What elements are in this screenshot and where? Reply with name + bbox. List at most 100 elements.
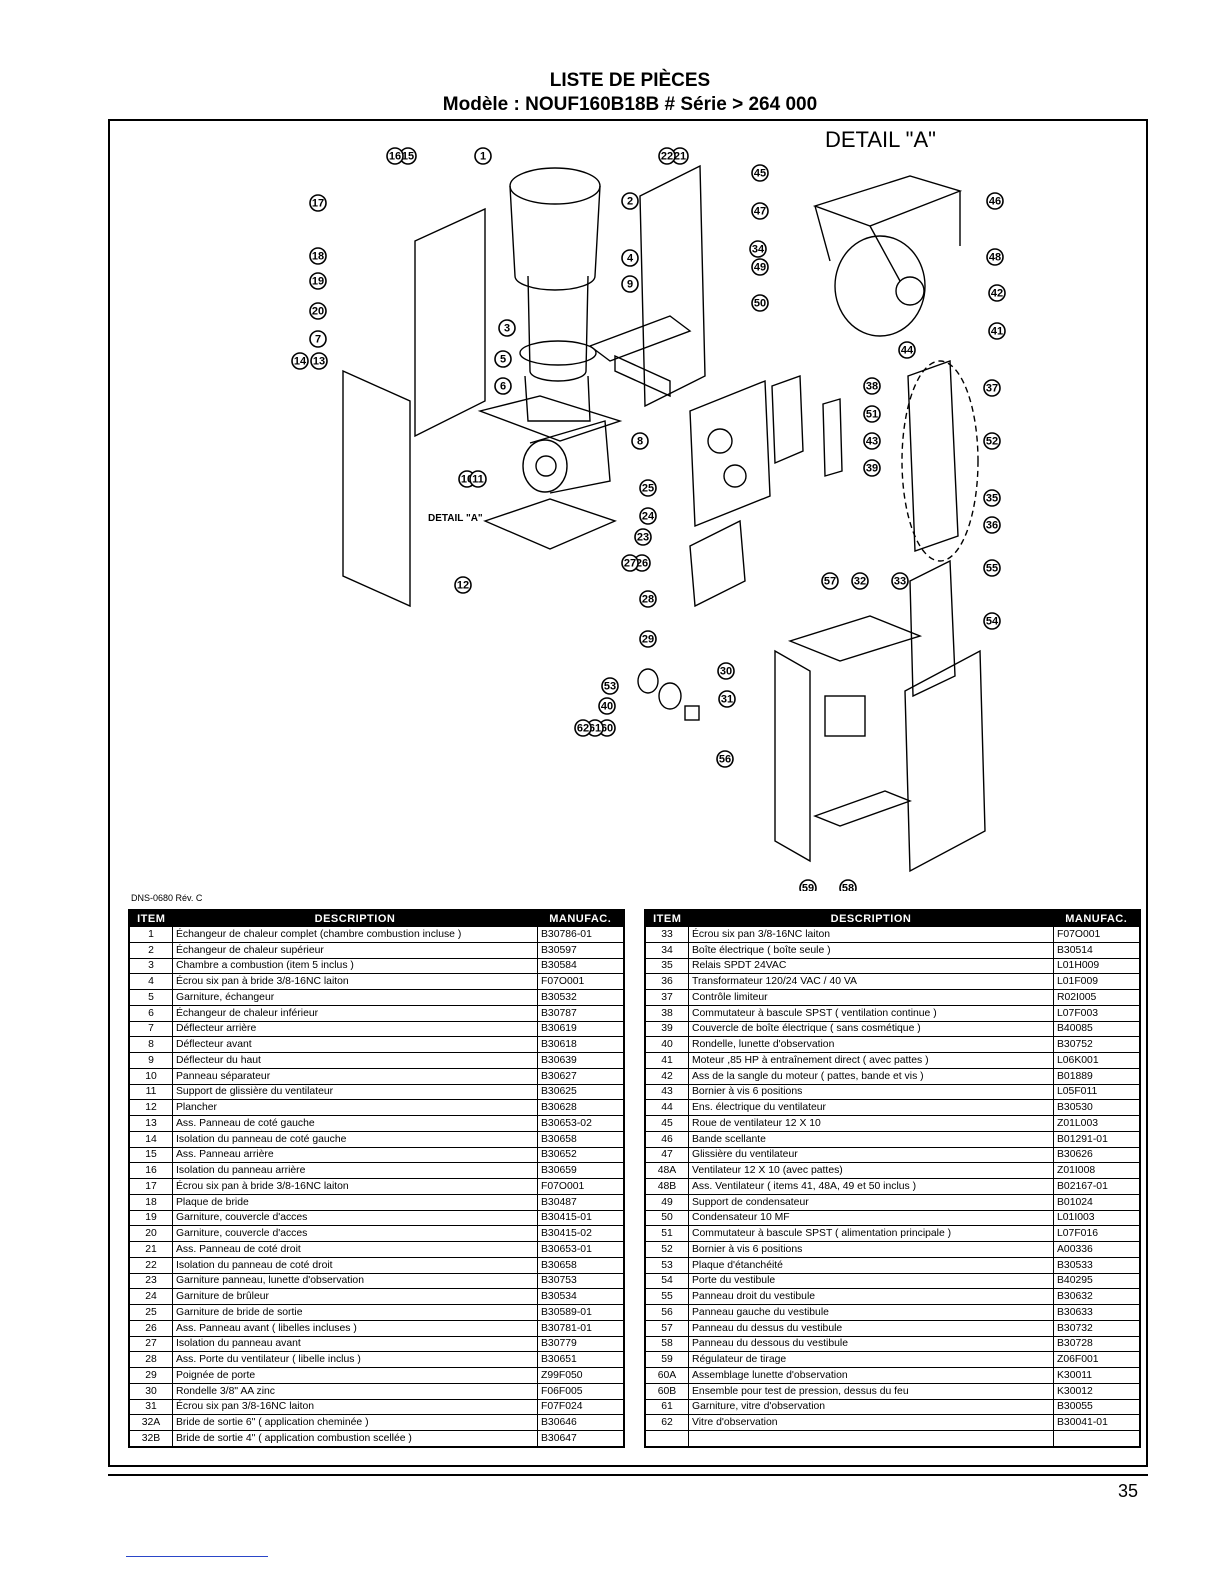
part-code: Z99F050	[537, 1367, 625, 1384]
svg-text:51: 51	[866, 409, 878, 421]
part-code: L07F016	[1053, 1225, 1141, 1242]
callout-58: 58	[839, 879, 857, 891]
part-item-number: 28	[128, 1351, 173, 1368]
part-description: Panneau droit du vestibule	[688, 1288, 1054, 1305]
part-code: B30632	[1053, 1288, 1141, 1305]
part-code	[1053, 1429, 1141, 1448]
part-item-number: 42	[644, 1067, 689, 1085]
svg-text:61: 61	[589, 723, 601, 735]
part-code: F07O001	[537, 1178, 625, 1195]
part-code: B30787	[537, 1004, 625, 1022]
part-description: Couvercle de boîte électrique ( sans cos…	[688, 1020, 1054, 1038]
part-description: Bornier à vis 6 positions	[688, 1241, 1054, 1258]
part-code: B30651	[537, 1351, 625, 1368]
part-item-number: 9	[128, 1052, 173, 1069]
part-description: Ens. électrique du ventilateur	[688, 1099, 1054, 1116]
part-code: B01024	[1053, 1193, 1141, 1211]
part-code: B30597	[537, 941, 625, 959]
part-item-number: 58	[644, 1335, 689, 1353]
svg-text:29: 29	[642, 634, 654, 646]
svg-text:32: 32	[854, 576, 866, 588]
part-code: A00336	[1053, 1241, 1141, 1258]
svg-text:18: 18	[312, 251, 324, 263]
part-code: L01F009	[1053, 973, 1141, 990]
svg-text:31: 31	[721, 694, 733, 706]
part-description: Garniture, couvercle d'acces	[172, 1225, 538, 1242]
part-item-number: 5	[128, 989, 173, 1006]
svg-text:16: 16	[389, 151, 401, 163]
part-item-number: 38	[644, 1004, 689, 1022]
svg-text:27: 27	[624, 558, 636, 570]
part-description: Porte du vestibule	[688, 1272, 1054, 1290]
part-code: B30626	[1053, 1146, 1141, 1164]
svg-text:19: 19	[312, 276, 324, 288]
part-code: F06F005	[537, 1382, 625, 1400]
callout-30: 30	[717, 662, 735, 680]
part-description: Boîte électrique ( boîte seule )	[688, 941, 1054, 959]
part-item-number: 43	[644, 1083, 689, 1101]
svg-text:56: 56	[719, 754, 731, 766]
svg-text:20: 20	[312, 306, 324, 318]
part-description: Bride de sortie 6" ( application cheminé…	[172, 1414, 538, 1431]
part-description: Ass. Panneau de coté gauche	[172, 1115, 538, 1132]
part-code: B30728	[1053, 1335, 1141, 1353]
svg-text:46: 46	[989, 196, 1001, 208]
part-code: B01291-01	[1053, 1130, 1141, 1148]
part-description: Échangeur de chaleur inférieur	[172, 1004, 538, 1022]
svg-text:33: 33	[894, 576, 906, 588]
callout-51: 51	[863, 405, 881, 423]
callout-40: 40	[598, 697, 616, 715]
part-code: B30618	[537, 1036, 625, 1053]
svg-text:8: 8	[637, 436, 643, 448]
part-description: Déflecteur avant	[172, 1036, 538, 1053]
callout-19: 19	[309, 272, 327, 290]
part-item-number: 51	[644, 1225, 689, 1242]
svg-text:7: 7	[315, 334, 321, 346]
part-item-number: 13	[128, 1115, 173, 1132]
part-description: Plaque d'étanchéité	[688, 1256, 1054, 1274]
part-description: Ventilateur 12 X 10 (avec pattes)	[688, 1162, 1054, 1179]
callout-18: 18	[309, 247, 327, 265]
svg-text:22: 22	[661, 151, 673, 163]
callout-60: 60	[598, 719, 616, 737]
part-description: Panneau gauche du vestibule	[688, 1304, 1054, 1321]
svg-text:11: 11	[472, 474, 484, 486]
callout-47: 47	[751, 202, 769, 220]
part-description: Garniture, échangeur	[172, 989, 538, 1006]
col-header-manufac: MANUFAC.	[1053, 910, 1140, 927]
col-header-item: ITEM	[129, 910, 173, 927]
svg-text:23: 23	[637, 532, 649, 544]
callout-13: 13	[310, 352, 328, 370]
part-item-number: 29	[128, 1367, 173, 1384]
svg-text:5: 5	[500, 354, 506, 366]
callout-41: 41	[988, 322, 1006, 340]
part-code: B30646	[537, 1414, 625, 1431]
svg-text:2: 2	[627, 196, 633, 208]
part-description: Déflecteur du haut	[172, 1052, 538, 1069]
part-item-number: 26	[128, 1319, 173, 1337]
right-panel-drawing	[639, 164, 706, 408]
part-description: Poignée de porte	[172, 1367, 538, 1384]
part-description: Chambre a combustion (item 5 inclus )	[172, 957, 538, 975]
part-item-number: 24	[128, 1288, 173, 1305]
svg-text:45: 45	[754, 168, 766, 180]
page-title: LISTE DE PIÈCES	[549, 70, 711, 91]
part-description: Isolation du panneau de coté droit	[172, 1256, 538, 1274]
part-code: B30732	[1053, 1319, 1141, 1337]
